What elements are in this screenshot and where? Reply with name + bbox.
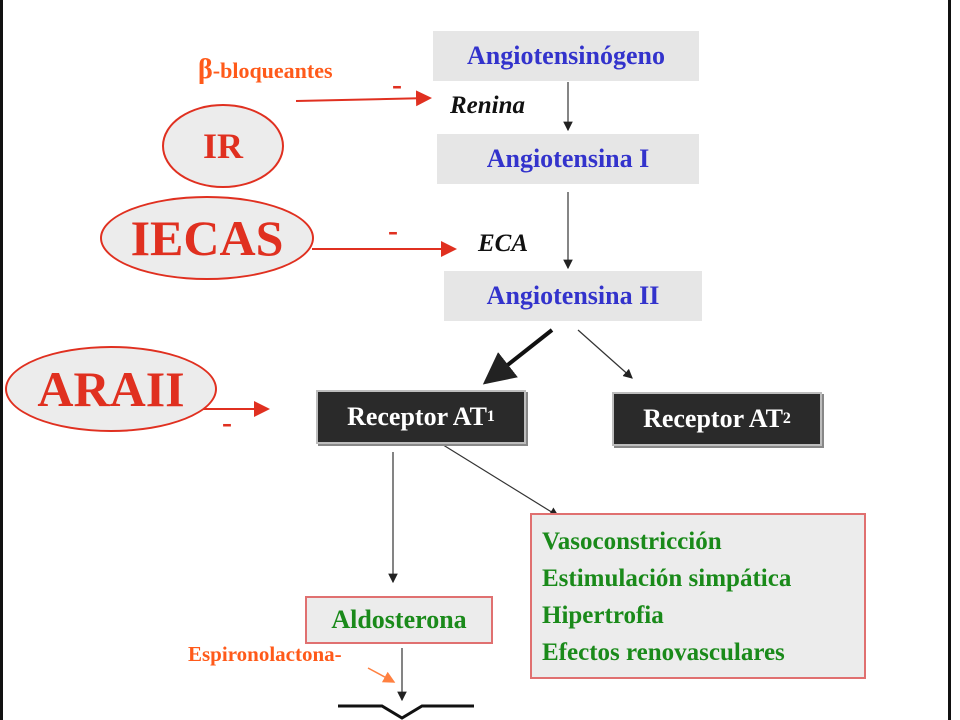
angiotensinogeno-label: Angiotensinógeno [467,41,665,70]
effect-item: Efectos renovasculares [542,639,785,666]
arrow-at1-to-effects [439,442,560,517]
espironolactona-text: Espironolactona [188,642,335,666]
minus-sign-espironolactona: - [334,642,342,666]
beta-symbol: β [198,54,213,85]
espironolactona-label: Espironolactona- [188,642,342,667]
right-border [948,0,951,720]
ir-label: IR [202,126,243,166]
effect-item: Estimulación simpática [542,565,792,592]
minus-sign-iecas: - [388,214,398,247]
araii-ellipse: ARAII [5,346,217,432]
renina-label: Renina [450,92,526,119]
minus-sign-beta: - [392,68,402,101]
receptor-symbol [338,704,474,720]
iecas-ellipse: IECAS [100,196,314,280]
beta-bloqueantes-text: -bloqueantes [212,58,333,83]
receptor-at1-label: Receptor AT [347,402,487,431]
minus-sign-araii: - [222,406,232,439]
inhibit-arrow-beta [295,90,432,107]
arrow-to-receptor-at1 [482,328,554,385]
angiotensinogeno-box: Angiotensinógeno [433,31,699,81]
effect-item: Vasoconstricción [542,528,722,555]
aldosterona-label: Aldosterona [331,605,467,634]
angiotensina-ii-box: Angiotensina II [444,271,702,321]
angiotensina-ii-label: Angiotensina II [486,281,660,310]
receptor-at2-label: Receptor AT [643,404,783,433]
left-border [0,0,3,720]
arrow-to-receptor-at2 [577,329,633,379]
araii-label: ARAII [37,361,185,417]
angiotensina-i-box: Angiotensina I [437,134,699,184]
beta-bloqueantes-label: β-bloqueantes [198,54,333,86]
eca-label: ECA [478,230,529,257]
aldosterona-box: Aldosterona [305,596,493,644]
receptor-at2-subscript: 2 [782,410,791,427]
inhibit-arrow-espironolactona [367,667,396,683]
angiotensina-i-label: Angiotensina I [486,144,650,173]
ir-ellipse: IR [162,104,284,188]
receptor-at1-subscript: 1 [486,408,495,425]
effects-box: Vasoconstricción Estimulación simpática … [530,513,866,679]
effect-item: Hipertrofia [542,602,664,629]
iecas-label: IECAS [130,210,284,266]
